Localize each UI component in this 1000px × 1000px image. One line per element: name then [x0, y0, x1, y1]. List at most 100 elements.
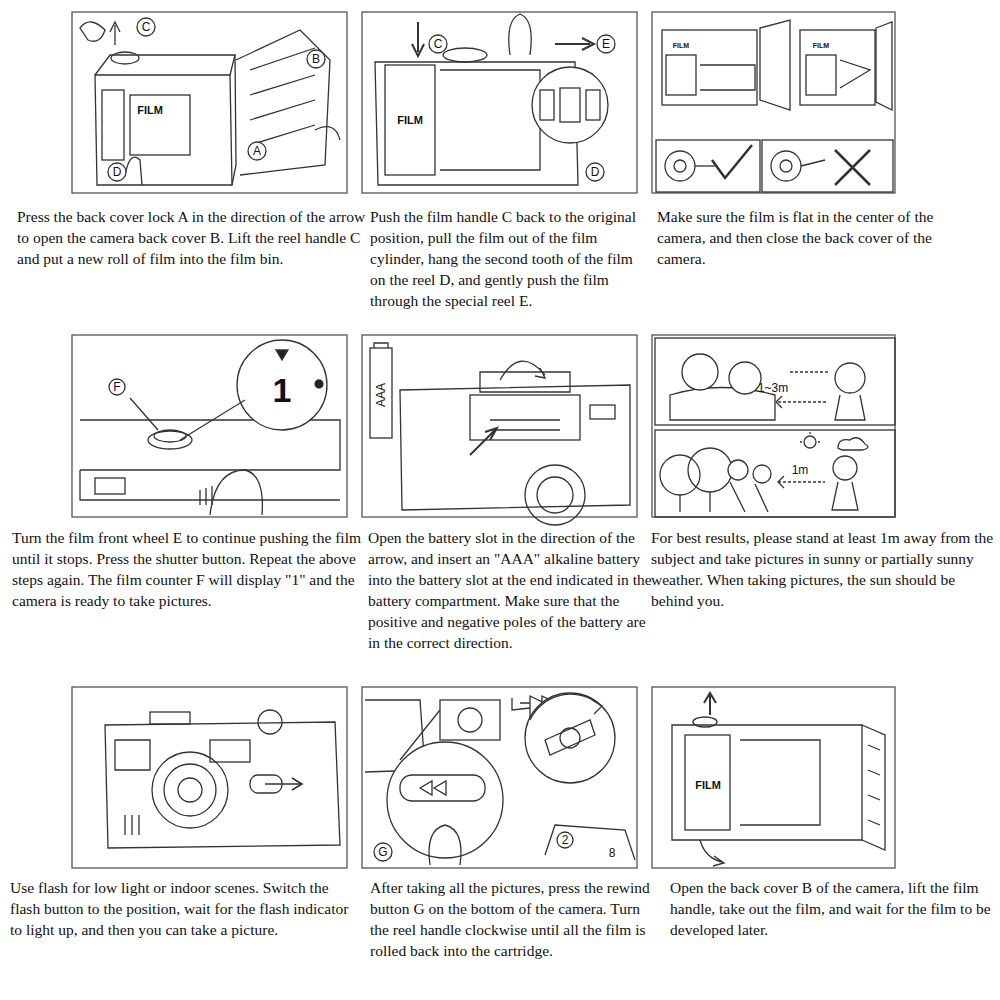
camera-open-back-part — [248, 142, 266, 160]
camera-loading-film-part — [443, 48, 487, 62]
step-caption: Open the battery slot in the direction o… — [368, 527, 653, 653]
film-flat-check-part — [712, 145, 752, 178]
panel-frame — [72, 12, 895, 868]
camera-open-back-part — [236, 30, 330, 175]
shooting-distance-part — [833, 456, 857, 480]
step-caption: Push the film handle C back to the origi… — [370, 206, 652, 311]
step-caption: Press the back cover lock A in the direc… — [17, 206, 369, 269]
camera-open-back-part — [125, 157, 142, 185]
camera-film-counter-part — [210, 470, 262, 515]
battery-mark: AAA — [374, 383, 388, 407]
callout-letter: A — [253, 144, 261, 158]
panel-frame-part — [652, 687, 895, 868]
camera-remove-film-part — [862, 725, 885, 850]
step-caption: Turn the film front wheel E to continue … — [12, 527, 364, 611]
film-flat-check-part — [656, 140, 760, 192]
film-flat-check-part — [780, 160, 792, 172]
camera-open-back-part — [108, 163, 126, 181]
camera-open-back-part — [80, 22, 105, 41]
camera-battery-part — [525, 465, 585, 525]
camera-flash-part — [105, 722, 340, 848]
panel-frame-part — [362, 12, 637, 193]
camera-loading-film-part — [597, 35, 615, 53]
film-mark: FILM — [695, 779, 721, 791]
shooting-distance-part — [800, 432, 820, 442]
panel-frame-part — [72, 12, 347, 193]
camera-film-counter-part — [109, 379, 125, 395]
distance-mark: 1m — [792, 463, 809, 477]
shooting-distance-part — [728, 460, 748, 480]
camera-open-back-part — [137, 18, 155, 36]
camera-rewind-part — [420, 781, 446, 795]
step-caption: For best results, please stand at least … — [651, 527, 996, 611]
camera-battery-part — [537, 477, 573, 513]
film-flat-check-part — [700, 65, 755, 90]
camera-battery-part — [500, 361, 545, 380]
camera-remove-film-part — [868, 745, 880, 825]
camera-open-back-part — [232, 55, 236, 185]
camera-rewind-part — [512, 698, 530, 710]
shooting-distance-part — [680, 492, 710, 512]
step-caption: Open the back cover B of the camera, lif… — [670, 877, 995, 940]
step-caption: After taking all the pictures, press the… — [370, 877, 660, 961]
camera-remove-film-part — [704, 693, 716, 715]
film-flat-check-part — [762, 140, 893, 192]
film-flat-check-part — [674, 160, 686, 172]
shooting-distance-part — [655, 430, 895, 517]
shooting-distance-part — [832, 482, 858, 510]
camera-film-counter-part — [80, 470, 340, 500]
camera-open-back-part — [315, 127, 340, 140]
shooting-distance-part — [778, 481, 825, 482]
camera-flash-part — [258, 710, 282, 734]
camera-loading-film-part — [440, 70, 540, 170]
camera-loading-film-part — [560, 88, 580, 122]
camera-rewind-part — [525, 693, 615, 783]
camera-rewind-part — [560, 728, 580, 748]
camera-rewind-part — [440, 700, 500, 740]
camera-open-back — [80, 18, 340, 185]
camera-rewind-part — [545, 720, 595, 755]
film-mark: FILM — [137, 104, 163, 116]
callout-letter: F — [113, 380, 120, 394]
camera-loading-film — [375, 14, 615, 185]
camera-rewind-part — [429, 825, 461, 865]
step-caption: Make sure the film is flat in the center… — [657, 206, 957, 269]
panel-frame-part — [652, 12, 895, 193]
callout-letter: C — [434, 37, 443, 51]
shooting-distance-part — [778, 476, 784, 488]
shooting-distance-part — [753, 465, 771, 483]
camera-film-counter-part — [237, 340, 327, 430]
camera-flash-part — [210, 740, 250, 762]
camera-loading-film-part — [586, 163, 604, 181]
callout-letter: D — [591, 165, 600, 179]
camera-remove-film-part — [672, 725, 862, 840]
camera-loading-film-part — [540, 90, 554, 120]
film-flat-check-part — [801, 160, 825, 166]
shooting-distance-part — [730, 482, 768, 512]
camera-remove-film-part — [740, 740, 820, 825]
camera-battery-part — [470, 395, 580, 440]
callout-letter: G — [378, 845, 387, 859]
camera-film-counter-part — [276, 350, 288, 360]
camera-rewind-part — [374, 843, 392, 861]
camera-battery-part — [370, 348, 392, 438]
film-mark: FILM — [397, 114, 423, 126]
film-mark: FILM — [813, 42, 829, 49]
camera-battery-part — [374, 343, 388, 348]
shooting-distance-part — [776, 396, 782, 408]
camera-film-counter-part — [315, 380, 323, 388]
camera-flash-part — [152, 752, 228, 828]
camera-rewind-part — [530, 694, 602, 720]
camera-open-back-part — [95, 55, 235, 75]
panel-frame-part — [652, 335, 895, 517]
camera-rewind-part — [400, 710, 440, 760]
film-flat-check-part — [665, 151, 695, 181]
film-flat-check — [656, 20, 893, 192]
shooting-distance-part — [790, 371, 830, 372]
film-flat-check-part — [695, 165, 715, 166]
camera-loading-film-part — [385, 65, 435, 175]
film-flat-check-part — [835, 150, 870, 185]
camera-flash-part — [178, 778, 202, 802]
camera-flash-part — [125, 815, 139, 835]
